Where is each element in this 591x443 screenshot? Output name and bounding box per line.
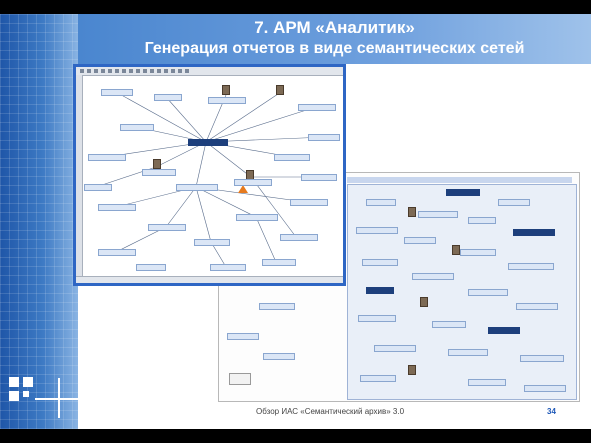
toolbar-button[interactable] [185, 69, 189, 73]
editor-status-bar [76, 276, 343, 283]
report-node [412, 273, 454, 280]
toolbar-button[interactable] [150, 69, 154, 73]
report-node [263, 353, 295, 360]
network-node[interactable] [136, 264, 166, 271]
report-node [468, 289, 508, 296]
report-node [468, 217, 496, 224]
logo-squares-icon [9, 377, 49, 417]
toolbar-button[interactable] [94, 69, 98, 73]
toolbar-button[interactable] [80, 69, 84, 73]
report-node [366, 287, 394, 294]
report-node [460, 249, 496, 256]
network-node[interactable] [208, 97, 246, 104]
toolbar-button[interactable] [122, 69, 126, 73]
report-node [259, 303, 295, 310]
report-node [227, 333, 259, 340]
report-node [524, 385, 566, 392]
network-node-central[interactable] [188, 139, 228, 146]
report-photo-node [452, 245, 460, 255]
report-photo-node [420, 297, 428, 307]
warning-triangle-icon [238, 185, 248, 193]
network-node[interactable] [298, 104, 336, 111]
top-black-bar [0, 0, 591, 14]
network-node[interactable] [154, 94, 182, 101]
report-node [362, 259, 398, 266]
editor-toolbar [76, 67, 343, 76]
report-node [513, 229, 555, 236]
network-node[interactable] [236, 214, 278, 221]
network-node[interactable] [194, 239, 230, 246]
person-photo-node[interactable] [222, 85, 230, 95]
toolbar-button[interactable] [157, 69, 161, 73]
report-node [356, 227, 398, 234]
network-node[interactable] [98, 249, 136, 256]
toolbar-button[interactable] [178, 69, 182, 73]
toolbar-button[interactable] [115, 69, 119, 73]
report-node [418, 211, 458, 218]
report-node [508, 263, 554, 270]
network-node[interactable] [120, 124, 154, 131]
network-node[interactable] [308, 134, 340, 141]
toolbar-button[interactable] [101, 69, 105, 73]
report-document-screenshot [218, 172, 580, 402]
report-node [374, 345, 416, 352]
network-node[interactable] [210, 264, 246, 271]
report-node [448, 349, 488, 356]
report-node [432, 321, 466, 328]
title-band: 7. АРМ «Аналитик» Генерация отчетов в ви… [78, 14, 591, 64]
person-photo-node[interactable] [153, 159, 161, 169]
footer-text: Обзор ИАС «Семантический архив» 3.0 [256, 407, 405, 416]
report-node [516, 303, 558, 310]
network-node[interactable] [84, 184, 112, 191]
network-node[interactable] [88, 154, 126, 161]
toolbar-button[interactable] [136, 69, 140, 73]
network-node[interactable] [142, 169, 176, 176]
report-node [488, 327, 520, 334]
person-photo-node[interactable] [276, 85, 284, 95]
slide-subtitle: Генерация отчетов в виде семантических с… [144, 40, 525, 57]
bottom-black-bar [0, 429, 591, 443]
toolbar-button[interactable] [143, 69, 147, 73]
report-node [468, 379, 506, 386]
network-node[interactable] [148, 224, 186, 231]
editor-side-toolbar [76, 75, 83, 277]
report-table [229, 373, 251, 385]
report-photo-node [408, 365, 416, 375]
semantic-network-editor-window[interactable] [73, 64, 346, 286]
report-node [404, 237, 436, 244]
network-node[interactable] [274, 154, 310, 161]
network-node[interactable] [234, 179, 272, 186]
toolbar-button[interactable] [108, 69, 112, 73]
network-node[interactable] [301, 174, 337, 181]
toolbar-button[interactable] [164, 69, 168, 73]
network-node[interactable] [262, 259, 296, 266]
slide-title: 7. АРМ «Аналитик» [254, 18, 415, 37]
toolbar-button[interactable] [87, 69, 91, 73]
page-number: 34 [547, 407, 556, 416]
report-node [498, 199, 530, 206]
report-network-panel [347, 184, 577, 400]
report-node [366, 199, 396, 206]
network-node[interactable] [280, 234, 318, 241]
network-node[interactable] [176, 184, 218, 191]
network-node[interactable] [101, 89, 133, 96]
network-node[interactable] [98, 204, 136, 211]
toolbar-button[interactable] [129, 69, 133, 73]
decorative-left-band [0, 14, 78, 429]
report-photo-node [408, 207, 416, 217]
toolbar-button[interactable] [171, 69, 175, 73]
report-header-bar [347, 177, 572, 183]
report-node [358, 315, 396, 322]
report-node [360, 375, 396, 382]
decorative-line-horizontal [35, 398, 80, 400]
network-node[interactable] [290, 199, 328, 206]
report-node [520, 355, 564, 362]
report-node [446, 189, 480, 196]
